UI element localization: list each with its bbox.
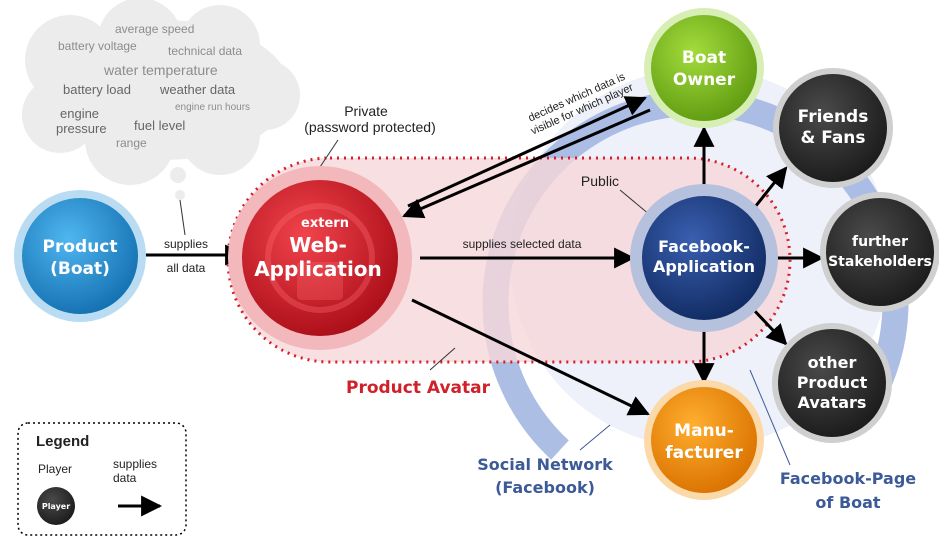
password-protected-caption: (password protected) xyxy=(304,119,436,135)
of-boat-caption: of Boat xyxy=(815,493,881,512)
cloud-word: water temperature xyxy=(103,62,218,78)
facebook-application-node[interactable]: Facebook- Application xyxy=(630,184,778,332)
arrow-owner-to-webapp xyxy=(402,108,651,219)
social-pointer xyxy=(579,424,611,451)
supplies-selected-label: supplies selected data xyxy=(463,237,582,251)
svg-text:Manu-: Manu- xyxy=(674,421,734,441)
product-node[interactable]: Product (Boat) xyxy=(14,190,146,322)
legend-player-sample xyxy=(37,487,75,525)
svg-text:Product: Product xyxy=(797,373,868,392)
svg-text:Facebook-: Facebook- xyxy=(658,237,750,256)
manufacturer-node[interactable]: Manu- facturer xyxy=(644,380,764,500)
cloud-word: engine run hours xyxy=(175,102,250,113)
facebook-page-caption: Facebook-Page xyxy=(780,469,916,488)
svg-text:Boat: Boat xyxy=(682,48,726,68)
svg-text:Application: Application xyxy=(254,257,382,281)
all-data-label: all data xyxy=(167,261,206,275)
fbpage-pointer xyxy=(749,369,791,466)
svg-text:& Fans: & Fans xyxy=(800,128,865,148)
cloud-word: engine xyxy=(60,106,99,121)
cloud-word: pressure xyxy=(56,121,107,136)
legend-supplies-label: supplies xyxy=(113,457,157,471)
svg-text:facturer: facturer xyxy=(665,443,743,463)
svg-text:further: further xyxy=(852,234,908,250)
private-pointer xyxy=(317,139,339,171)
legend-player-label: Player xyxy=(38,462,72,476)
svg-text:(Boat): (Boat) xyxy=(50,259,110,279)
arrow-fb-to-friends xyxy=(753,166,788,208)
public-caption: Public xyxy=(581,173,619,189)
cloud-word: battery voltage xyxy=(58,39,137,53)
web-application-node[interactable]: extern Web- Application xyxy=(228,166,412,350)
other-product-avatars-node[interactable]: other Product Avatars xyxy=(772,323,892,443)
further-stakeholders-node[interactable]: further Stakeholders xyxy=(820,192,939,312)
arrow-webapp-to-manufacturer xyxy=(411,298,650,416)
boat-owner-node[interactable]: Boat Owner xyxy=(644,8,764,128)
legend-title: Legend xyxy=(36,433,89,450)
svg-text:Product: Product xyxy=(43,237,118,257)
svg-text:Avatars: Avatars xyxy=(798,393,867,412)
cloud-word: average speed xyxy=(115,22,194,36)
svg-text:Owner: Owner xyxy=(673,70,736,90)
svg-text:Friends: Friends xyxy=(798,107,869,127)
data-cloud xyxy=(22,0,300,200)
svg-text:other: other xyxy=(808,353,857,372)
svg-text:Web-: Web- xyxy=(289,233,347,257)
cloud-word: battery load xyxy=(63,82,131,97)
arrow-fb-to-other-avatars xyxy=(750,306,788,346)
arrow-webapp-to-owner xyxy=(407,96,647,208)
svg-text:extern: extern xyxy=(301,216,349,231)
cloud-word: fuel level xyxy=(134,118,185,133)
svg-text:Stakeholders: Stakeholders xyxy=(828,254,932,270)
private-caption: Private xyxy=(344,103,388,119)
legend-player-sample-label: Player xyxy=(42,502,70,511)
social-network-caption: Social Network xyxy=(477,455,613,474)
svg-text:Application: Application xyxy=(653,257,755,276)
cloud-pointer xyxy=(179,199,186,236)
supplies-label: supplies xyxy=(164,237,208,251)
avatar-pointer xyxy=(429,347,456,371)
public-pointer xyxy=(619,189,651,216)
facebook-caption: (Facebook) xyxy=(495,478,595,497)
legend-data-label: data xyxy=(113,471,137,485)
friends-fans-node[interactable]: Friends & Fans xyxy=(773,68,893,188)
cloud-word: range xyxy=(116,136,147,150)
legend: Legend Player supplies data Player xyxy=(17,422,187,536)
cloud-word: technical data xyxy=(168,44,242,58)
product-avatar-caption: Product Avatar xyxy=(346,378,491,398)
cloud-word: weather data xyxy=(159,82,236,97)
